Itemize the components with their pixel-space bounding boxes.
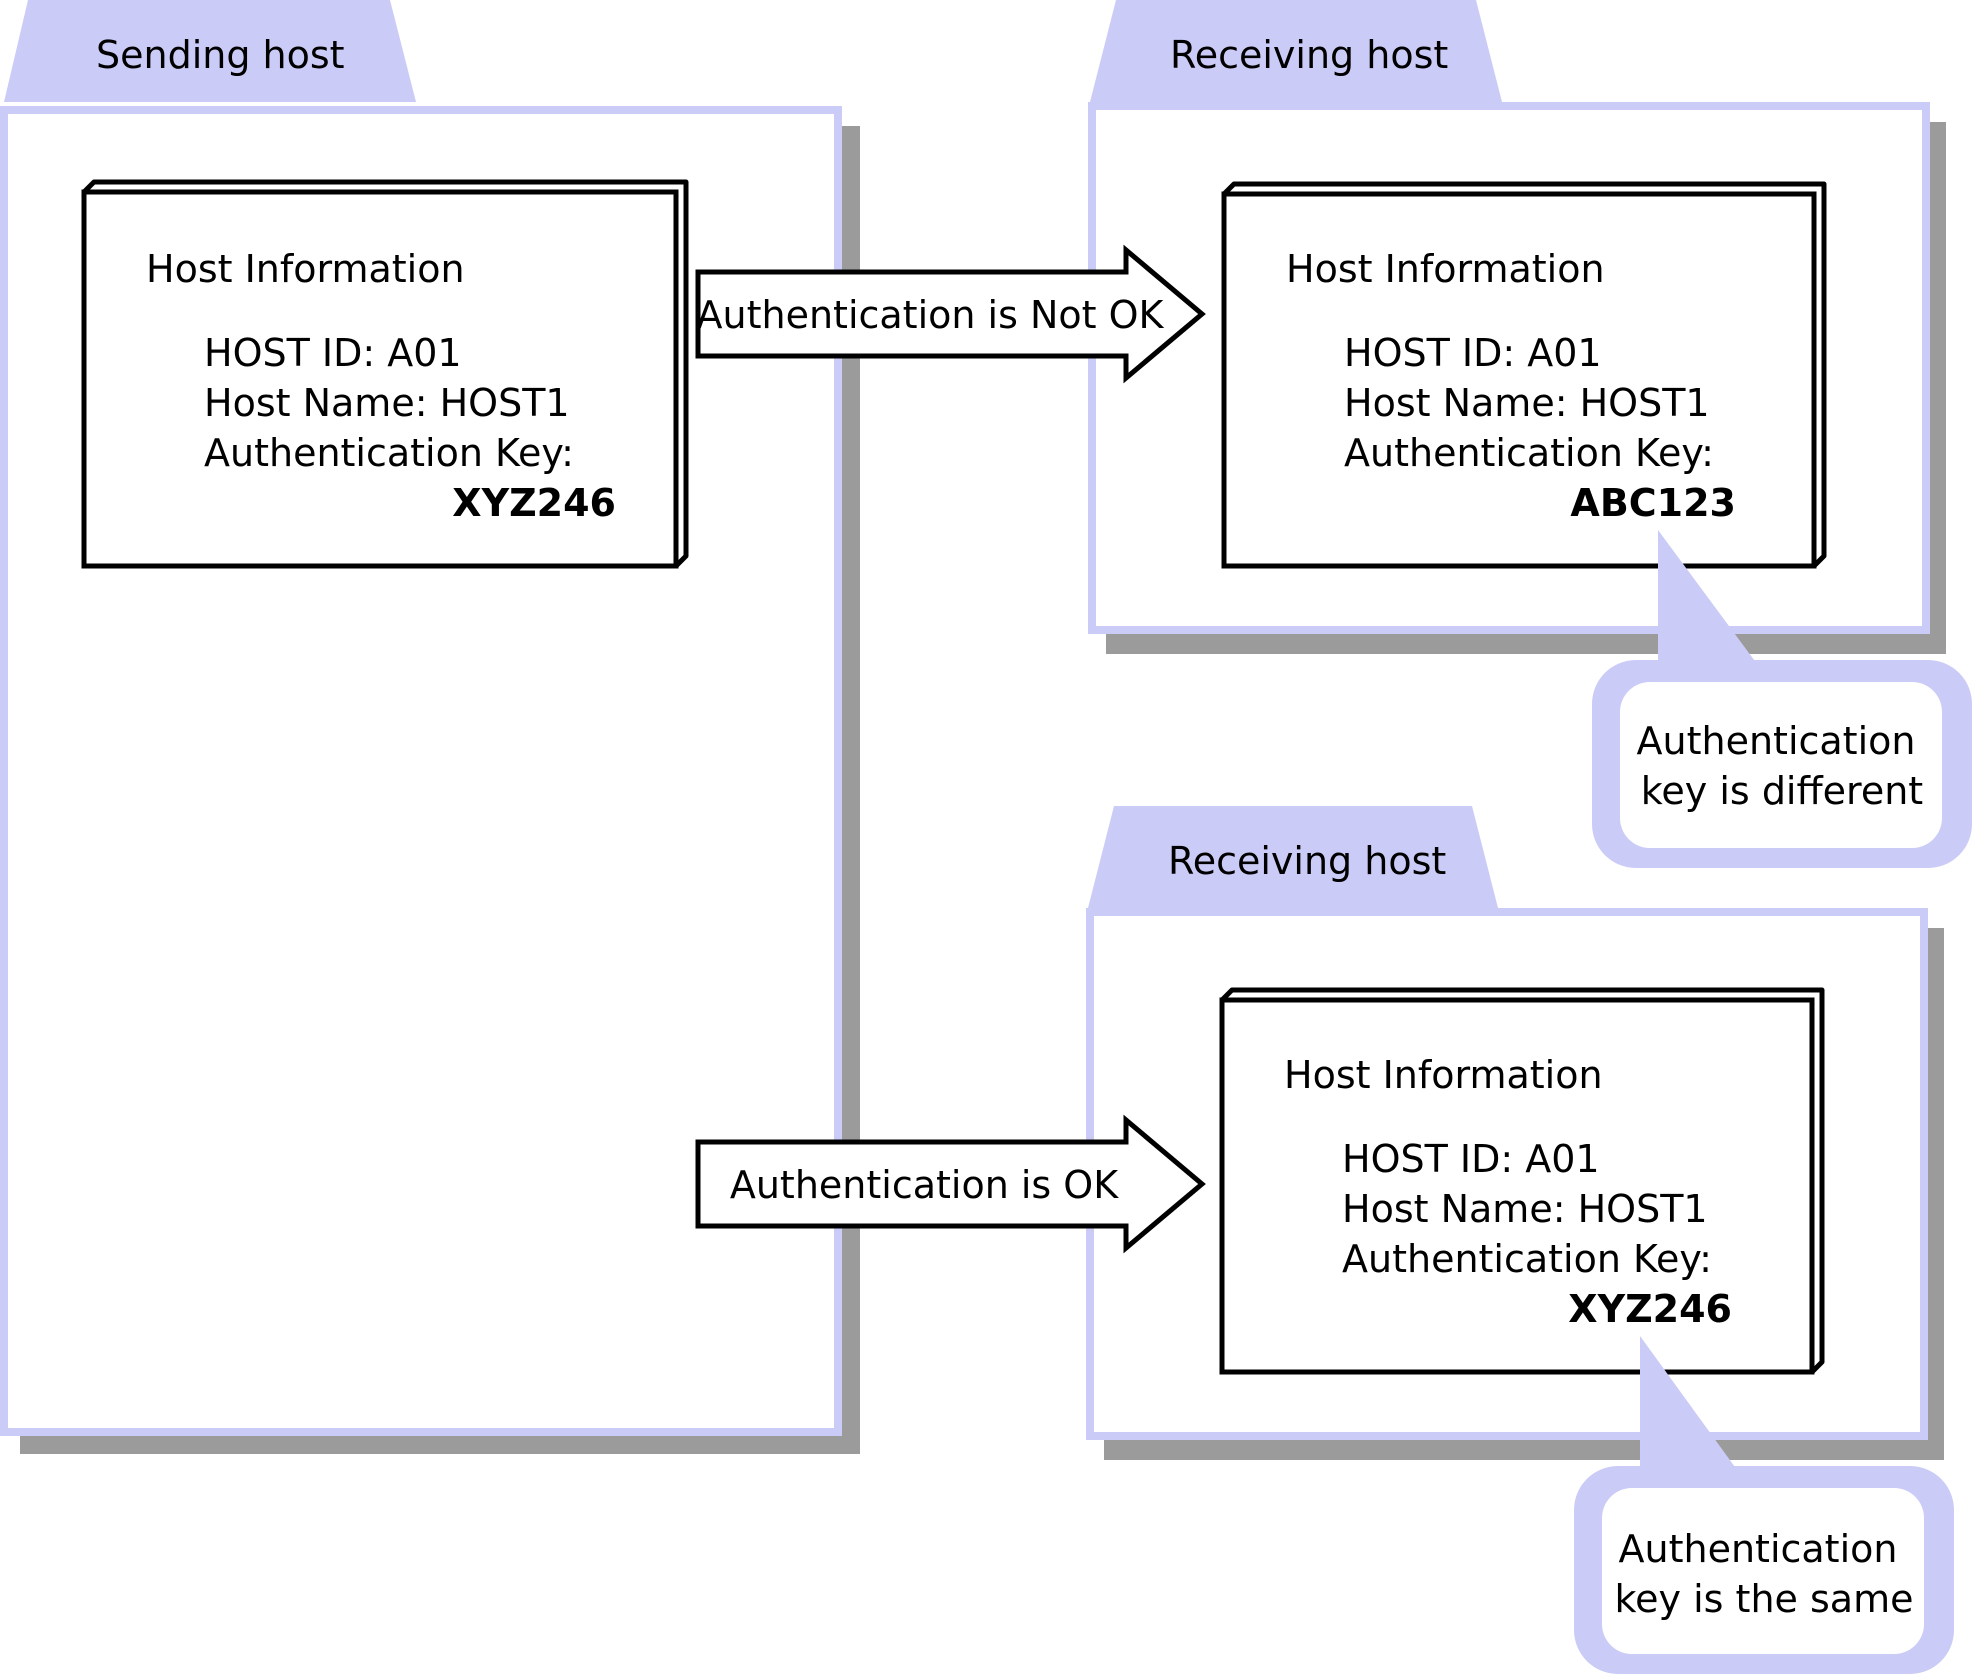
arrow-shape — [695, 244, 1206, 384]
receiving-host-top-tab-label: Receiving host — [1170, 33, 1448, 77]
receiving-host-top-tab — [1090, 0, 1502, 102]
host-id-text: HOST ID: A01 — [204, 331, 462, 375]
callout-line-1: Authentication — [1637, 719, 1916, 763]
info-box-face — [1221, 191, 1817, 569]
sending-host-tab — [4, 0, 416, 102]
arrow-label: Authentication is OK — [730, 1163, 1119, 1207]
host-name-text: Host Name: HOST1 — [1342, 1187, 1708, 1231]
callout-inner — [1620, 682, 1942, 848]
callout-pointer — [1640, 1336, 1740, 1474]
host-id-text: HOST ID: A01 — [1342, 1137, 1600, 1181]
callout-inner — [1602, 1488, 1924, 1654]
host-id-text: HOST ID: A01 — [1344, 331, 1602, 375]
arrow-auth-not-ok: Authentication is Not OK — [695, 244, 1206, 384]
callout-line-2: key is different — [1641, 769, 1923, 813]
auth-key-value: XYZ246 — [452, 481, 616, 525]
sending-host-tab-label: Sending host — [96, 33, 345, 77]
auth-key-label: Authentication Key: — [204, 431, 574, 475]
info-box-title: Host Information — [1284, 1053, 1603, 1097]
receiving-host-top-panel: Receiving host Host Information HOST ID:… — [1088, 0, 1946, 654]
auth-key-label: Authentication Key: — [1344, 431, 1714, 475]
receiving-host-bottom-info-box: Host Information HOST ID: A01 Host Name:… — [1219, 987, 1825, 1375]
callout-line-2: key is the same — [1615, 1577, 1914, 1621]
callout-key-same: Authentication key is the same — [1574, 1336, 1954, 1674]
info-box-title: Host Information — [1286, 247, 1605, 291]
callout-pointer — [1658, 530, 1760, 668]
auth-key-value: XYZ246 — [1568, 1287, 1732, 1331]
info-box-face — [1219, 997, 1815, 1375]
arrow-shape — [695, 1114, 1206, 1254]
arrow-auth-ok: Authentication is OK — [695, 1114, 1206, 1254]
receiving-host-bottom-tab-label: Receiving host — [1168, 839, 1446, 883]
callout-key-different: Authentication key is different — [1592, 530, 1972, 868]
sending-host-info-box: Host Information HOST ID: A01 Host Name:… — [81, 179, 689, 569]
info-box-face — [81, 189, 679, 569]
auth-key-value: ABC123 — [1570, 481, 1736, 525]
callout-line-1: Authentication — [1619, 1527, 1898, 1571]
receiving-host-bottom-panel: Receiving host Host Information HOST ID:… — [1086, 806, 1944, 1460]
sending-host-panel: Sending host Host Information HOST ID: A… — [0, 0, 860, 1454]
receiving-host-bottom-tab — [1088, 806, 1498, 908]
arrow-label: Authentication is Not OK — [697, 293, 1165, 337]
auth-key-label: Authentication Key: — [1342, 1237, 1712, 1281]
receiving-host-top-info-box: Host Information HOST ID: A01 Host Name:… — [1221, 181, 1827, 569]
host-name-text: Host Name: HOST1 — [204, 381, 570, 425]
info-box-title: Host Information — [146, 247, 465, 291]
host-name-text: Host Name: HOST1 — [1344, 381, 1710, 425]
